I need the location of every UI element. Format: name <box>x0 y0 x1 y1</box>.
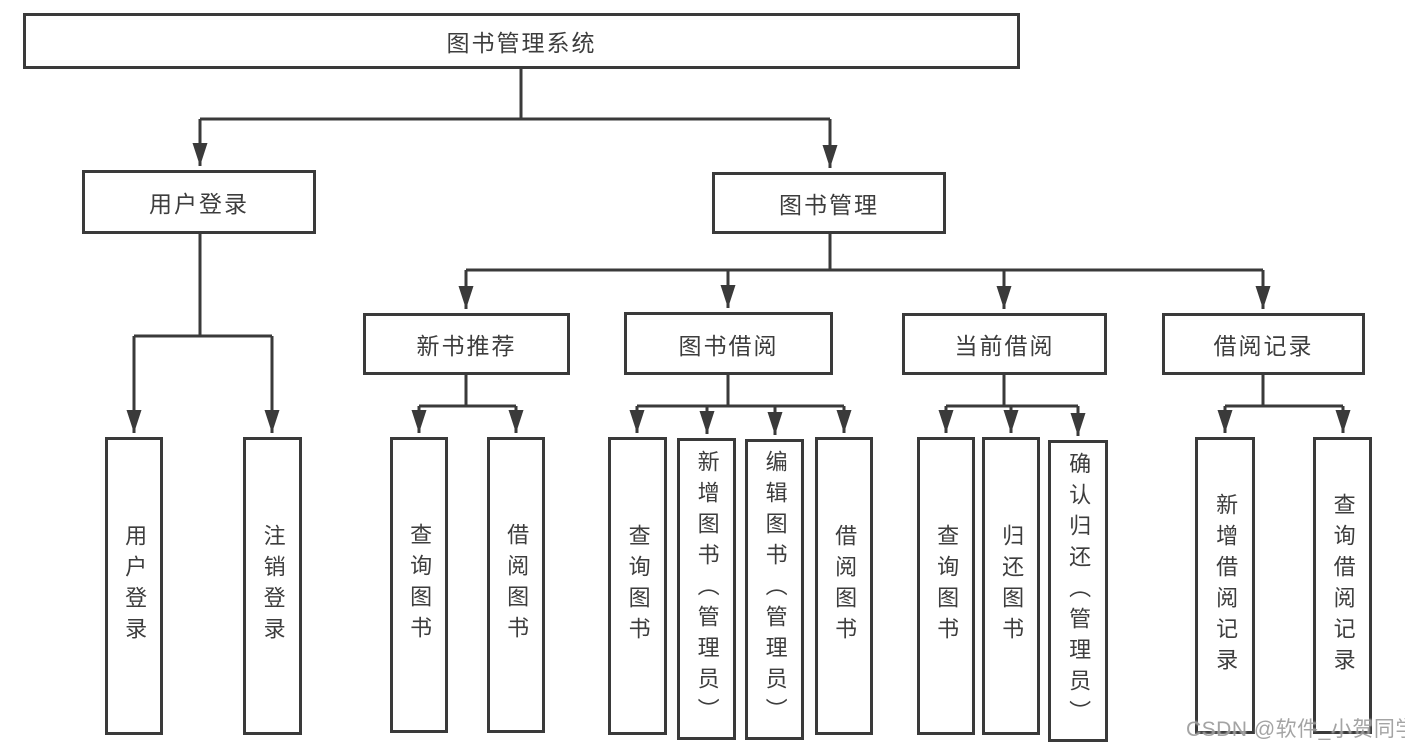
node-label: 编辑图书（管理员） <box>762 450 788 729</box>
node-borrowing-records: 借阅记录 <box>1162 313 1365 375</box>
connector-borrowing-trunk <box>637 375 844 408</box>
node-user-login: 用户登录 <box>82 170 316 234</box>
node-edit-books-admin: 编辑图书（管理员） <box>745 439 804 740</box>
node-confirm-return-admin: 确认归还（管理员） <box>1048 440 1108 742</box>
node-label: 用户登录 <box>122 524 148 648</box>
node-query-books-newbook: 查询图书 <box>390 437 448 733</box>
node-label: 新增借阅记录 <box>1213 492 1239 679</box>
node-label: 确认归还（管理员） <box>1066 451 1092 731</box>
node-label: 查询图书 <box>625 524 651 648</box>
node-borrow-books-borrowing: 借阅图书 <box>815 437 873 735</box>
node-book-borrowing: 图书借阅 <box>624 312 833 375</box>
node-label: 借阅图书 <box>832 524 858 648</box>
node-return-books: 归还图书 <box>982 437 1040 735</box>
node-label: 图书管理 <box>779 192 879 218</box>
node-add-books-admin: 新增图书（管理员） <box>677 438 736 740</box>
node-logout-leaf: 注销登录 <box>243 437 302 735</box>
node-label: 新增图书（管理员） <box>694 449 720 729</box>
connector-newbook-trunk <box>419 375 516 408</box>
node-label: 图书借阅 <box>678 332 779 359</box>
connector-root-trunk <box>200 68 830 121</box>
node-current-borrowing: 当前借阅 <box>902 313 1107 375</box>
node-book-management: 图书管理 <box>712 172 946 234</box>
node-library-management-system: 图书管理系统 <box>23 13 1020 69</box>
node-borrow-books-newbook: 借阅图书 <box>487 437 545 733</box>
node-user-login-leaf: 用户登录 <box>105 437 163 735</box>
connector-bookmgmt-trunk <box>466 234 1263 272</box>
node-label: 用户登录 <box>149 191 249 217</box>
connector-current-trunk <box>946 375 1078 408</box>
node-query-borrow-record: 查询借阅记录 <box>1313 437 1372 734</box>
node-label: 查询图书 <box>407 523 433 647</box>
node-add-borrow-record: 新增借阅记录 <box>1195 437 1255 734</box>
node-label: 查询图书 <box>934 524 960 648</box>
node-label: 借阅图书 <box>504 523 530 647</box>
node-new-book-recommendation: 新书推荐 <box>363 313 570 375</box>
node-query-books-borrowing: 查询图书 <box>608 437 667 735</box>
node-label: 归还图书 <box>999 524 1025 648</box>
node-label: 新书推荐 <box>416 333 517 359</box>
node-label: 借阅记录 <box>1213 333 1314 359</box>
node-query-books-current: 查询图书 <box>917 437 975 735</box>
connector-records-trunk <box>1225 375 1343 408</box>
node-label: 查询借阅记录 <box>1330 492 1356 679</box>
node-label: 注销登录 <box>260 524 286 648</box>
node-label: 当前借阅 <box>954 333 1055 359</box>
connector-userlogin-trunk <box>134 234 272 338</box>
watermark-text: CSDN @软件_小贺同学 <box>1186 718 1405 741</box>
node-label: 图书管理系统 <box>446 30 597 56</box>
